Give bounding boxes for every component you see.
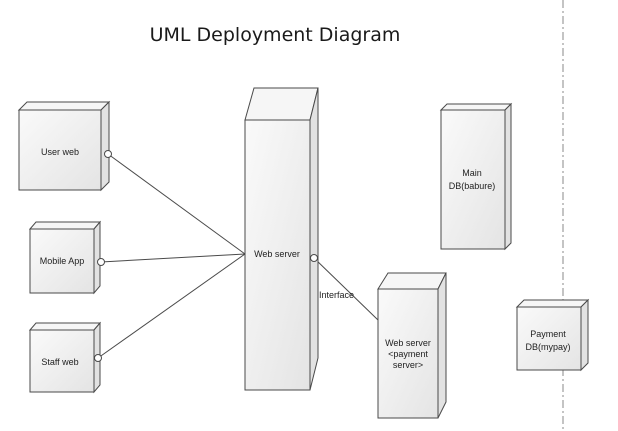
node-label-payment-db-line1: Payment (530, 329, 566, 339)
node-payment-db[interactable]: Payment DB(mypay) (515, 298, 590, 372)
node-label-payment-server-line1: Web server (385, 338, 431, 348)
node-label-mobile-app: Mobile App (40, 256, 85, 266)
port-staff-web[interactable] (94, 354, 102, 362)
node-mobile-app[interactable]: Mobile App (28, 220, 102, 295)
node-label-main-db-line1: Main (462, 168, 482, 178)
port-user-web[interactable] (104, 150, 112, 158)
connector-mobile-app[interactable] (100, 253, 246, 263)
interface-label: Interface (319, 290, 354, 300)
node-payment-server[interactable]: Web server <payment server> (377, 272, 447, 419)
node-user-web[interactable]: User web (17, 100, 111, 192)
node-staff-web[interactable]: Staff web (28, 321, 102, 394)
node-label-user-web: User web (41, 147, 79, 157)
node-label-payment-server-line3: server> (393, 360, 423, 370)
port-mobile-app[interactable] (97, 258, 105, 266)
connector-staff-web[interactable] (97, 253, 246, 359)
node-label-staff-web: Staff web (41, 357, 78, 367)
connector-user-web[interactable] (107, 153, 246, 255)
diagram-title: UML Deployment Diagram (150, 24, 401, 46)
node-label-payment-server-line2: <payment (388, 349, 428, 359)
node-label-web-server: Web server (254, 249, 300, 259)
node-label-payment-db-line2: DB(mypay) (525, 342, 570, 352)
node-web-server[interactable]: Web server (244, 87, 319, 391)
connector-interface[interactable] (313, 257, 379, 321)
node-main-db[interactable]: Main DB(babure) (439, 102, 513, 251)
node-label-main-db-line2: DB(babure) (449, 181, 496, 191)
port-web-server[interactable] (310, 254, 318, 262)
